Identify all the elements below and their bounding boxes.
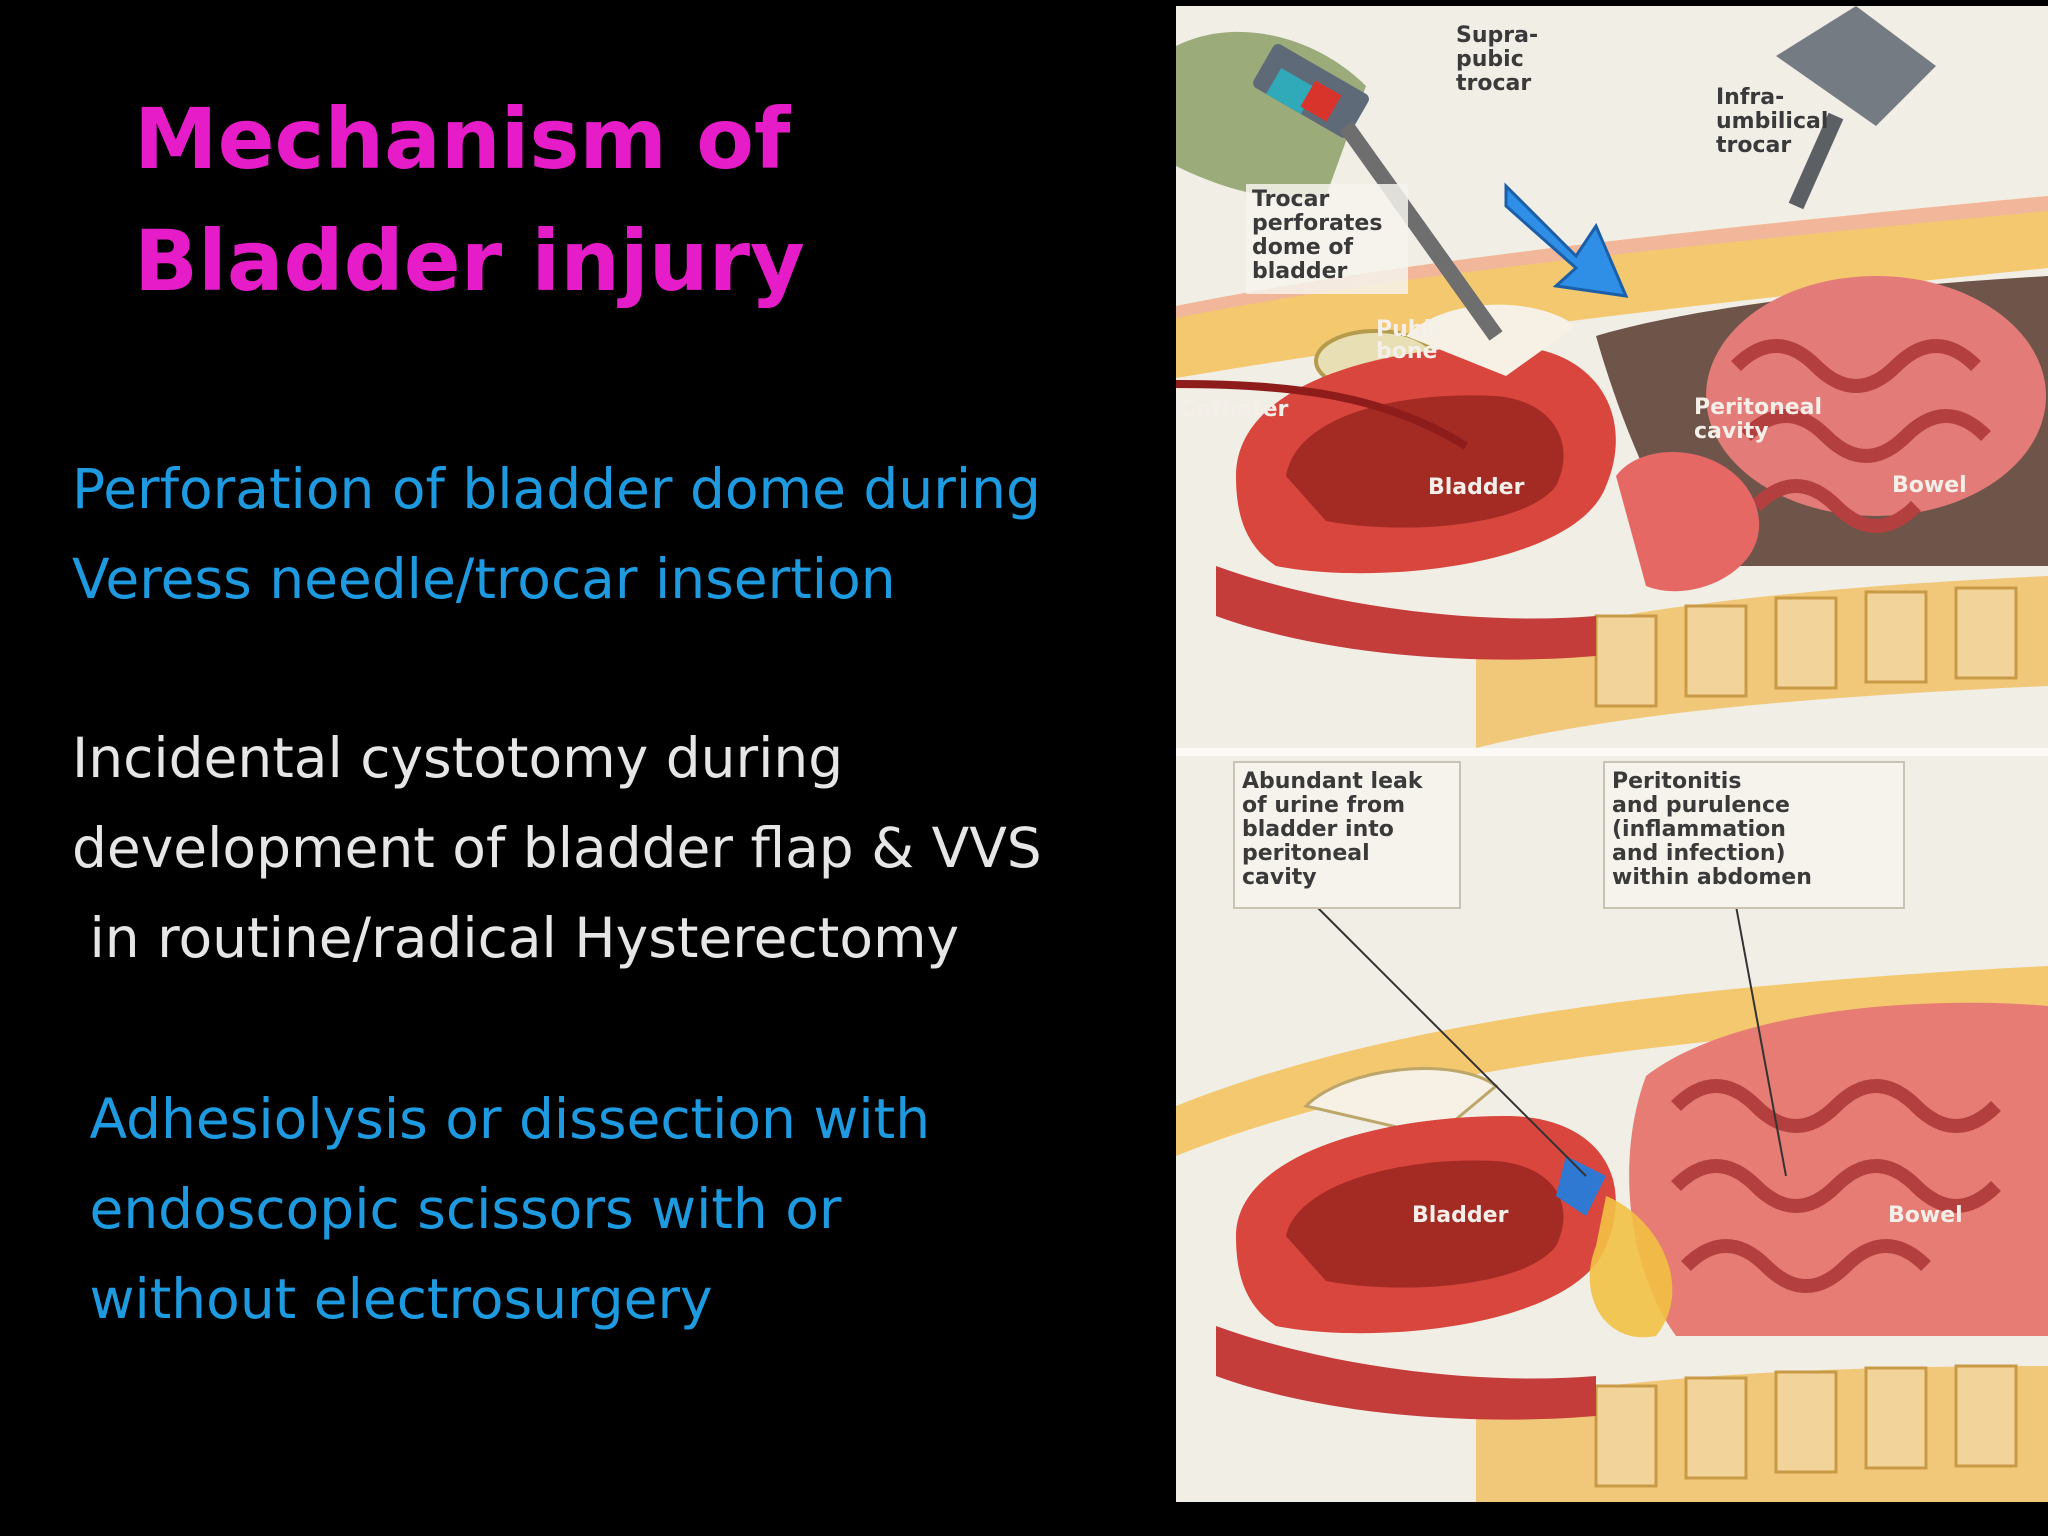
label-suprapubic-trocar: Supra- pubic trocar: [1456, 23, 1546, 96]
label-peritonitis: Peritonitis and purulence (inflammation …: [1612, 769, 1812, 890]
label-infraumbilical-trocar: Infra- umbilical trocar: [1716, 85, 1836, 158]
bullet-line: Incidental cystotomy during: [72, 726, 844, 790]
bullet-line: Adhesiolysis or dissection with: [72, 1087, 931, 1151]
label-bladder-top: Bladder: [1428, 475, 1525, 500]
title-line-2: Bladder injury: [134, 212, 805, 310]
label-peritoneal-cavity: Peritoneal cavity: [1694, 395, 1830, 444]
bullet-incidental-cystotomy: Incidental cystotomy during development …: [72, 713, 1152, 983]
label-urine-leak: Abundant leak of urine from bladder into…: [1242, 769, 1430, 890]
bottom-panel: Abundant leak of urine from bladder into…: [1176, 756, 2048, 1502]
bullet-line: in routine/radical Hysterectomy: [72, 906, 960, 970]
bladder-top: [1236, 304, 1616, 574]
suprapubic-trocar: [1176, 31, 1503, 341]
bullet-line: Veress needle/trocar insertion: [72, 547, 896, 611]
perforation-arrow: [1504, 182, 1629, 298]
bowel-top: [1706, 276, 2046, 533]
bullet-line: Perforation of bladder dome during: [72, 457, 1041, 521]
bowel-bottom: [1629, 1002, 2048, 1336]
catheter-tube: [1176, 380, 1469, 450]
label-bladder-bottom: Bladder: [1412, 1203, 1509, 1228]
infraumbilical-trocar: [1776, 6, 1936, 210]
label-pubic-bone: Pubic bone: [1376, 317, 1452, 364]
label-catheter: Catheter: [1180, 397, 1289, 422]
label-trocar-perforates: Trocar perforates dome of bladder: [1252, 187, 1390, 284]
slide-title: Mechanism of Bladder injury: [134, 78, 834, 322]
label-bowel-top: Bowel: [1892, 473, 1967, 498]
bullet-line: endoscopic scissors with or: [72, 1177, 842, 1241]
title-line-1: Mechanism of: [134, 90, 791, 188]
bullet-adhesiolysis: Adhesiolysis or dissection with endoscop…: [72, 1074, 1152, 1344]
bullet-line: development of bladder flap & VVS: [72, 816, 1042, 880]
bladder-bottom: [1236, 1116, 1616, 1334]
bullet-veress-perforation: Perforation of bladder dome during Veres…: [72, 444, 1152, 624]
bullet-line: without electrosurgery: [72, 1267, 713, 1331]
top-panel: Supra- pubic trocar Infra- umbilical tro…: [1176, 6, 2048, 748]
spine-top: [1476, 576, 2048, 748]
anatomy-figure: Supra- pubic trocar Infra- umbilical tro…: [1176, 6, 2048, 1502]
spine-bottom: [1476, 1364, 2048, 1502]
bladder-injury-illustration: Supra- pubic trocar Infra- umbilical tro…: [1176, 6, 2048, 1502]
urine-leak: [1556, 1156, 1606, 1216]
label-bowel-bottom: Bowel: [1888, 1203, 1963, 1228]
